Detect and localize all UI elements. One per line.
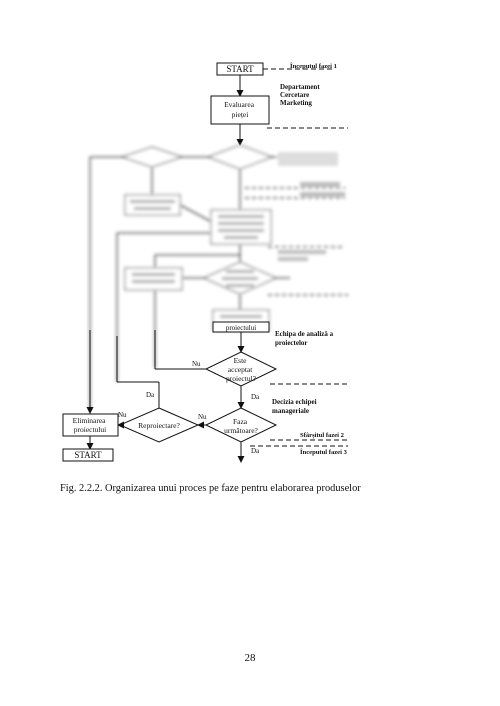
reproiectare-decision <box>118 407 200 443</box>
start-top-label: START <box>226 64 254 74</box>
decizia-echipei-label: Decizia echipei manageriale <box>272 398 318 415</box>
start-bottom-box <box>62 448 114 462</box>
edge-da-reproiect: Da <box>146 391 155 399</box>
departament-label: Departament Cercetare Marketing <box>280 83 321 107</box>
este-acceptat-label: Este acceptat proiectul? <box>226 356 257 383</box>
start-bottom-label: START <box>74 450 102 460</box>
inceputul-fazei-3-label: Începutul fazei 3 <box>300 448 348 456</box>
edge-nu-acceptat: Nu <box>192 360 201 368</box>
sfarsitul-fazei-2-label: Sfârșitul fazei 2 <box>300 432 345 439</box>
evaluarea-proiectului-label: proiectului <box>226 324 256 332</box>
edge-nu-reproiect: Nu <box>118 411 127 419</box>
page-number: 28 <box>244 652 256 664</box>
inceputul-fazei-1-label: Începutul fazei 1 <box>290 62 337 70</box>
eliminarea-label: Eliminarea proiectului <box>73 416 108 434</box>
echipa-analiza-label: Echipa de analiză a proiectelor <box>275 330 335 347</box>
edge-da-acceptat: Da <box>251 393 260 401</box>
evaluarea-pietei-label: Evaluarea pieței <box>224 100 256 119</box>
evaluarea-pietei-box <box>210 95 270 125</box>
edge-da-faza: Da <box>251 447 260 455</box>
faza-urmatoare-label: Faza următoare? <box>224 417 258 435</box>
figure-caption: Fig. 2.2.2. Organizarea unui proces pe f… <box>60 483 361 494</box>
reproiectare-label: Reproiectare? <box>138 421 180 430</box>
edge-nu-faza: Nu <box>198 413 207 421</box>
